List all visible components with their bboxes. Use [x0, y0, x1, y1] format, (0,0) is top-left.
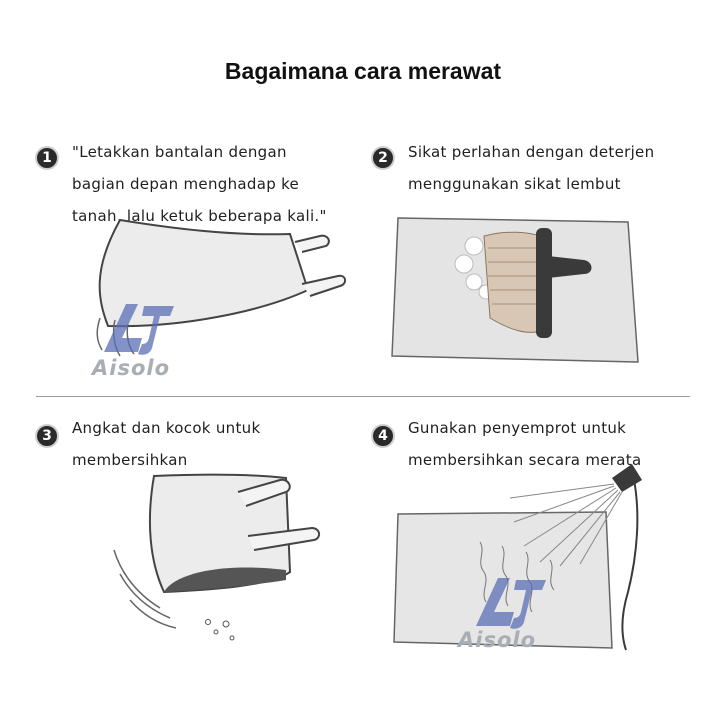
step-3-number-badge: 3	[35, 424, 59, 448]
step-3-shaking-illustration	[113, 473, 320, 641]
step-4-watermark-logo-icon	[476, 578, 546, 629]
step-4-watermark-text: Aisolo	[458, 628, 537, 652]
step-4-instruction: Gunakan penyemprot untuk membersihkan se…	[408, 412, 641, 476]
section-divider	[36, 396, 690, 397]
step-4-line-1: Gunakan penyemprot untuk	[408, 419, 627, 437]
step-2-number-badge: 2	[371, 146, 395, 170]
step-1-line-1: "Letakkan bantalan dengan	[72, 143, 287, 161]
step-2-instruction: Sikat perlahan dengan deterjen menggunak…	[408, 136, 654, 200]
step-2-line-1: Sikat perlahan dengan deterjen	[408, 143, 655, 161]
step-3-instruction: Angkat dan kocok untuk membersihkan	[72, 412, 260, 476]
step-2-brushing-illustration	[391, 217, 639, 363]
step-4-number-badge: 4	[371, 424, 395, 448]
step-1-pad-tapping-illustration	[96, 218, 346, 357]
step-1-instruction: "Letakkan bantalan dengan bagian depan m…	[72, 136, 327, 232]
step-1-line-3: tanah, lalu ketuk beberapa kali."	[72, 207, 327, 225]
step-1-watermark-text: Aisolo	[92, 356, 171, 380]
step-4-line-2: membersihkan secara merata	[408, 451, 642, 469]
step-3-line-2: membersihkan	[72, 451, 188, 469]
step-2-line-2: menggunakan sikat lembut	[408, 175, 621, 193]
step-1-watermark-logo-icon	[104, 304, 174, 355]
step-1-number-badge: 1	[35, 146, 59, 170]
page-title: Bagaimana cara merawat	[224, 58, 502, 84]
step-1-line-2: bagian depan menghadap ke	[72, 175, 300, 193]
step-3-line-1: Angkat dan kocok untuk	[72, 419, 261, 437]
